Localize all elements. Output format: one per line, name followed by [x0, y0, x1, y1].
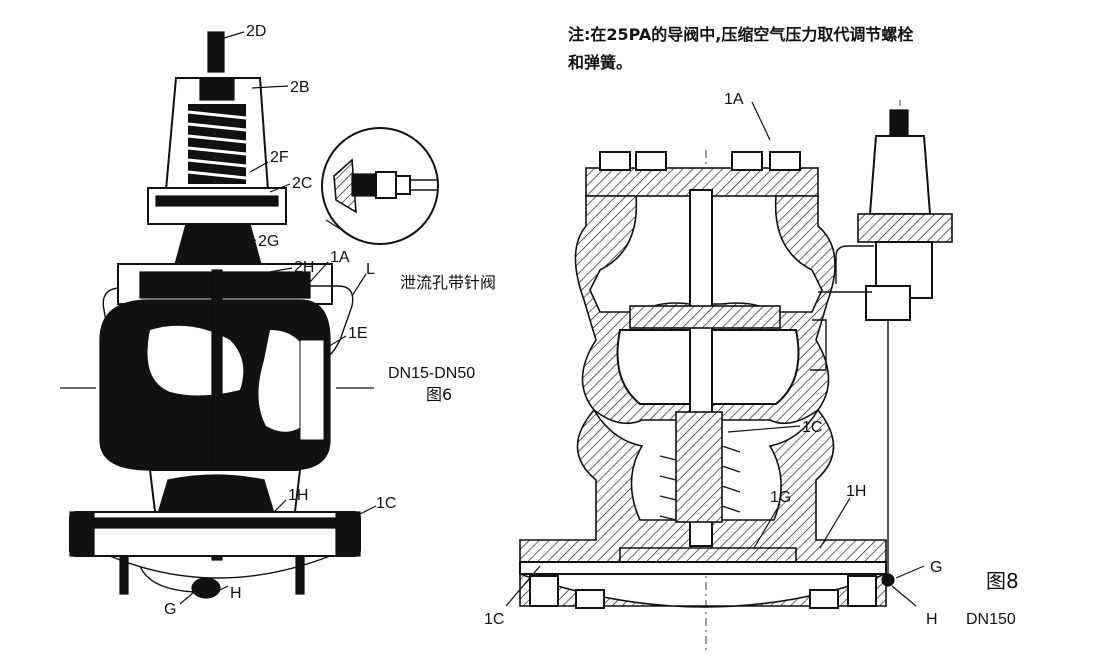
left-figure-number: 图6: [426, 385, 452, 404]
label-2F: 2F: [270, 149, 289, 166]
main-piston: [629, 305, 781, 329]
caption-bleed-needle-valve: 泄流孔带针阀: [400, 273, 496, 292]
label-2G: 2G: [258, 233, 279, 250]
left-valve-drawing: [60, 31, 439, 599]
label-1A: 1A: [330, 249, 350, 266]
drain-pipe: [139, 565, 197, 593]
note-line-2: 和弹簧。: [568, 53, 632, 72]
label-1C: 1C: [376, 495, 396, 512]
right-figure-labels: 1A 1C 1G 1H 1C G H 图8 DN150: [484, 91, 1019, 628]
right-label-1A: 1A: [724, 91, 744, 108]
left-figure-labels: 2D 2B 2F 2C 2G 2H 1A L 1E 1F 1G 1H 1C G …: [164, 23, 496, 618]
label-1F: 1F: [284, 447, 303, 464]
main-piston: [155, 474, 277, 521]
right-label-1C-mid: 1C: [802, 419, 822, 436]
pilot-body: [173, 223, 263, 269]
main-valve-stem: [211, 269, 223, 561]
pipe-fitting-H: [881, 573, 895, 587]
label-2D: 2D: [246, 23, 266, 40]
right-label-1H: 1H: [846, 483, 866, 500]
label-2B: 2B: [290, 79, 310, 96]
pilot-bonnet: [868, 135, 932, 215]
bottom-flange: [519, 561, 887, 575]
label-L: L: [366, 261, 375, 278]
label-2H: 2H: [294, 259, 314, 276]
main-valve-disc: [619, 547, 797, 563]
valve-body-lower: [519, 408, 887, 563]
right-figure-size: DN150: [966, 611, 1016, 628]
bottom-bolts: [529, 575, 877, 609]
right-figure-number: 图8: [986, 569, 1019, 593]
pilot-diaphragm: [857, 213, 953, 243]
label-1E: 1E: [348, 325, 368, 342]
label-G: G: [164, 601, 176, 618]
left-figure-size: DN15-DN50: [388, 365, 475, 382]
label-2C: 2C: [292, 175, 312, 192]
pilot-adjust-screw: [889, 109, 909, 137]
spring-guide: [675, 411, 723, 523]
right-label-H: H: [926, 611, 938, 628]
label-1G: 1G: [234, 487, 255, 504]
note-line-1: 注:在25PA的导阀中,压缩空气压力取代调节螺栓: [568, 25, 914, 44]
needle-valve-plug: [191, 577, 221, 599]
pilot-spring: [187, 104, 247, 184]
right-label-G: G: [930, 559, 942, 576]
right-valve-drawing: [519, 100, 953, 650]
top-bolts: [599, 151, 801, 171]
label-H: H: [230, 585, 242, 602]
note-text: 注:在25PA的导阀中,压缩空气压力取代调节螺栓 和弹簧。: [568, 25, 914, 72]
right-label-1G: 1G: [770, 489, 791, 506]
adjusting-screw: [207, 31, 225, 73]
label-1H: 1H: [288, 487, 308, 504]
return-spring: [659, 445, 741, 521]
right-label-1C-bottom: 1C: [484, 611, 504, 628]
